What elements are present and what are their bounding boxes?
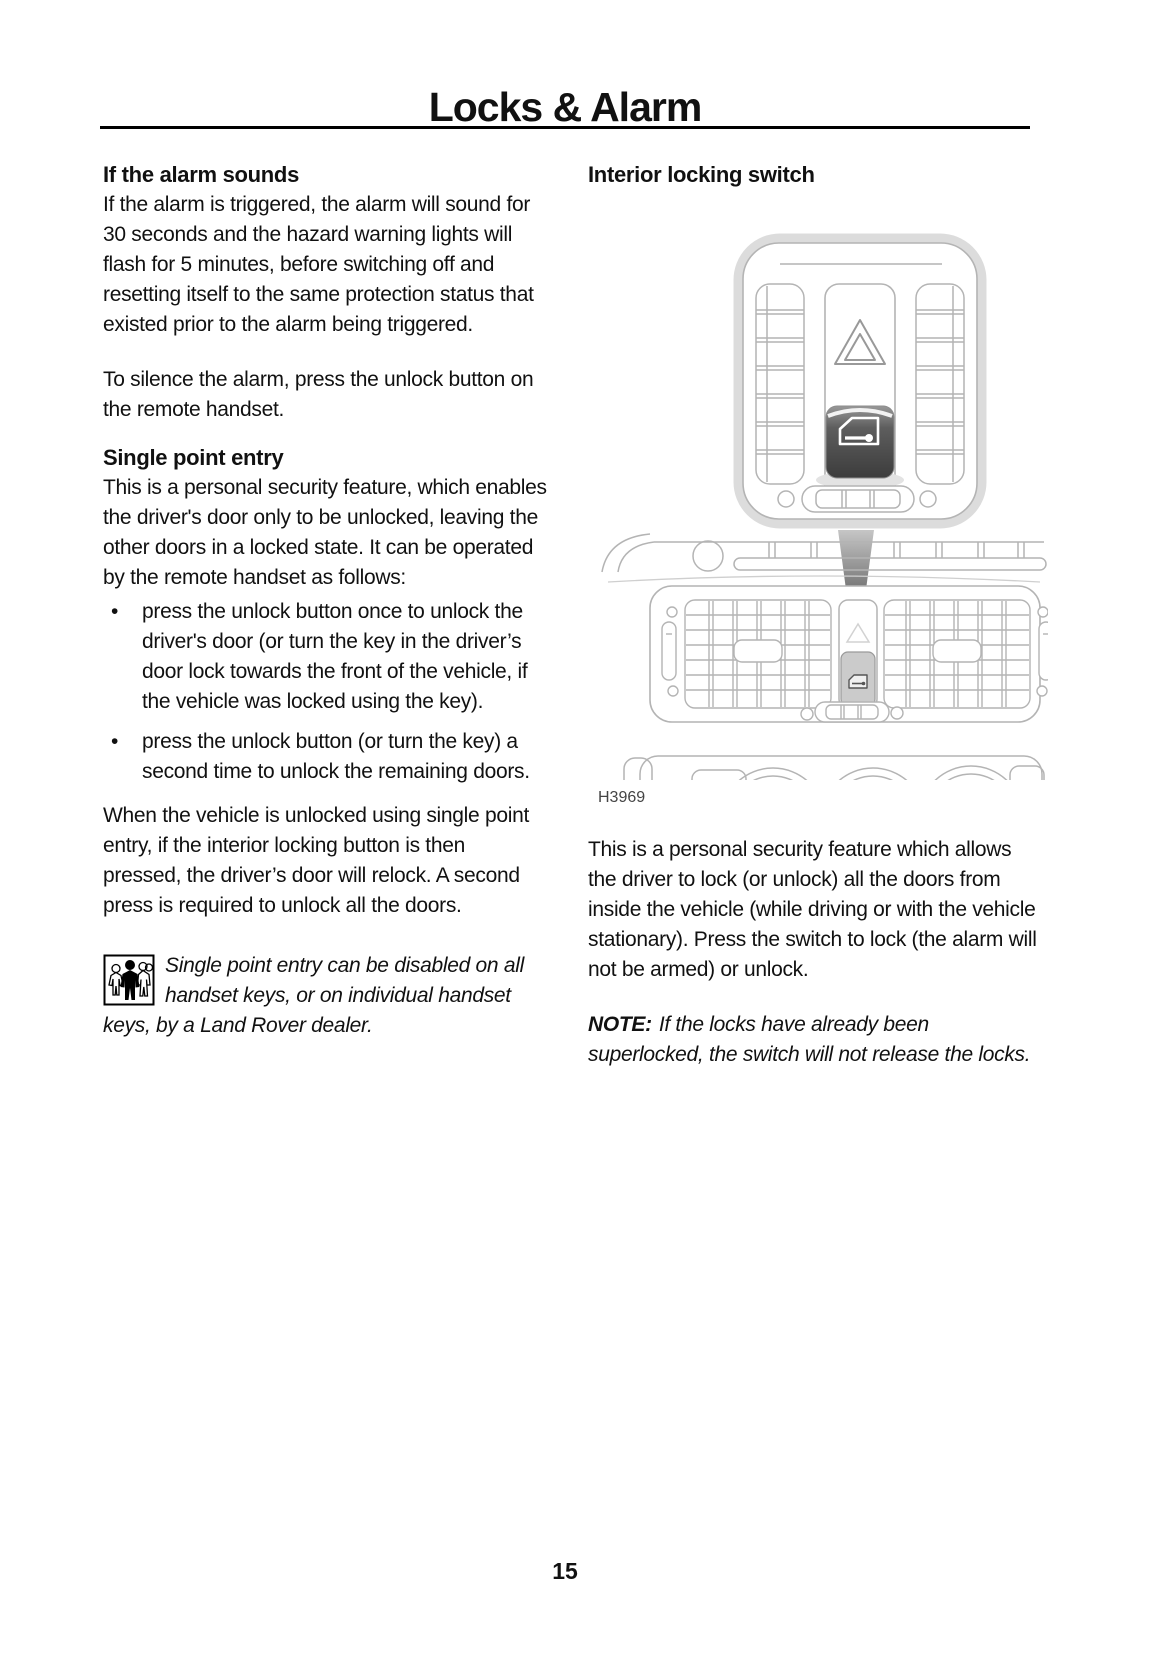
list-item: • press the unlock button (or turn the k… [103,727,548,787]
note-label: NOTE: [588,1013,652,1036]
section-heading-interior-locking-switch: Interior locking switch [588,162,815,187]
right-column: Interior locking switch [588,160,1054,1070]
spe-intro-paragraph: This is a personal security feature, whi… [103,476,547,589]
inset-panel [733,233,987,529]
list-item: • press the unlock button once to unlock… [103,597,548,717]
inset-lower-control [777,485,937,513]
left-column: If the alarm sounds If the alarm is trig… [103,160,548,1041]
title-rule [100,126,1030,129]
door-lock-icon-small [848,674,868,689]
spe-relock-paragraph: When the vehicle is unlocked using singl… [103,804,529,917]
header: Locks & Alarm [100,84,1030,131]
dealer-note-text: Single point entry can be disabled on al… [103,954,524,1037]
page-title: Locks & Alarm [428,84,703,130]
dash-locking-switch [838,599,878,709]
section-heading-alarm-sounds: If the alarm sounds [103,162,300,187]
inset-vent-grille [755,283,805,485]
hazard-warning-icon [834,319,886,365]
people-icon [103,954,155,1006]
bullet-text: press the unlock button (or turn the key… [142,730,530,783]
spe-bullet-list: • press the unlock button once to unlock… [103,597,548,787]
dash-top-edge [601,533,1047,573]
climate-panel-partial [623,755,1045,873]
bullet-icon: • [111,730,119,753]
page-number: 15 [552,1558,578,1584]
interior-locking-button [816,405,904,489]
vent-grille [661,599,832,709]
alarm-paragraph-2: To silence the alarm, press the unlock b… [103,368,534,421]
footer: 15 [100,1558,1030,1585]
switch-illustration [601,233,1054,873]
dash-lower-control [800,701,904,723]
bullet-icon: • [111,600,119,623]
interior-switch-paragraph: This is a personal security feature whic… [588,838,1037,981]
note-text: If the locks have already been superlock… [588,1013,1031,1066]
alarm-paragraph-1: If the alarm is triggered, the alarm wil… [103,193,534,336]
bullet-text: press the unlock button once to unlock t… [142,600,528,713]
dealer-note: Single point entry can be disabled on al… [103,951,548,1041]
figure-interior-locking-switch: H3969 [588,228,1054,873]
section-heading-single-point-entry: Single point entry [103,445,284,470]
superlock-note: NOTE:If the locks have already been supe… [588,1010,1043,1070]
dash-vent-panel [607,575,1054,723]
figure-label: H3969 [598,789,646,806]
door-lock-icon [838,416,880,446]
